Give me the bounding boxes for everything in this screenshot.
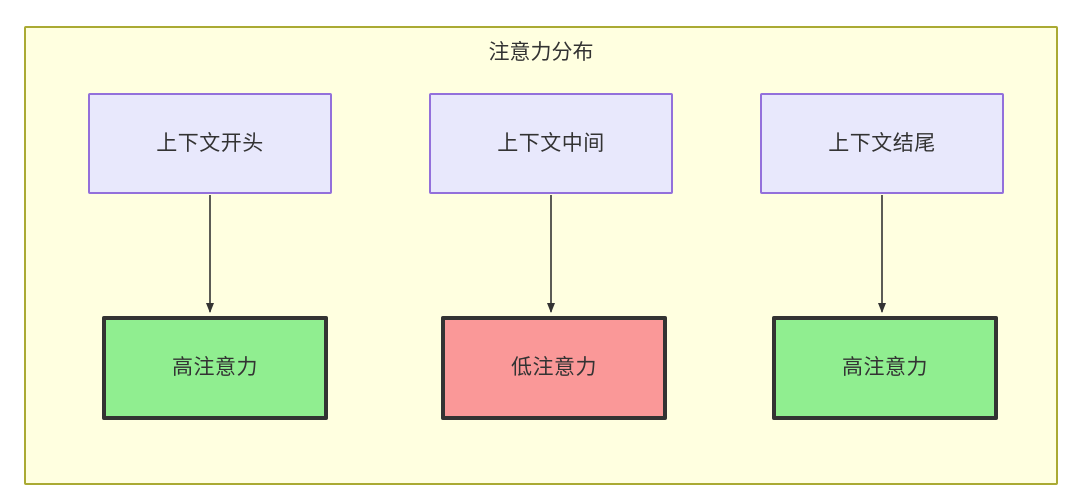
node-context-middle[interactable]: 上下文中间: [429, 93, 673, 194]
node-context-end-label: 上下文结尾: [828, 131, 936, 155]
node-context-middle-label: 上下文中间: [497, 131, 605, 155]
subgraph-title: 注意力分布: [488, 41, 594, 64]
node-attention-low-middle[interactable]: 低注意力: [441, 316, 667, 420]
node-attention-low-middle-label: 低注意力: [511, 356, 597, 379]
node-context-end[interactable]: 上下文结尾: [760, 93, 1004, 194]
node-context-start-label: 上下文开头: [156, 131, 264, 155]
node-attention-high-start-label: 高注意力: [172, 356, 258, 379]
node-attention-high-end[interactable]: 高注意力: [772, 316, 998, 420]
node-attention-high-start[interactable]: 高注意力: [102, 316, 328, 420]
node-attention-high-end-label: 高注意力: [842, 356, 928, 379]
node-context-start[interactable]: 上下文开头: [88, 93, 332, 194]
